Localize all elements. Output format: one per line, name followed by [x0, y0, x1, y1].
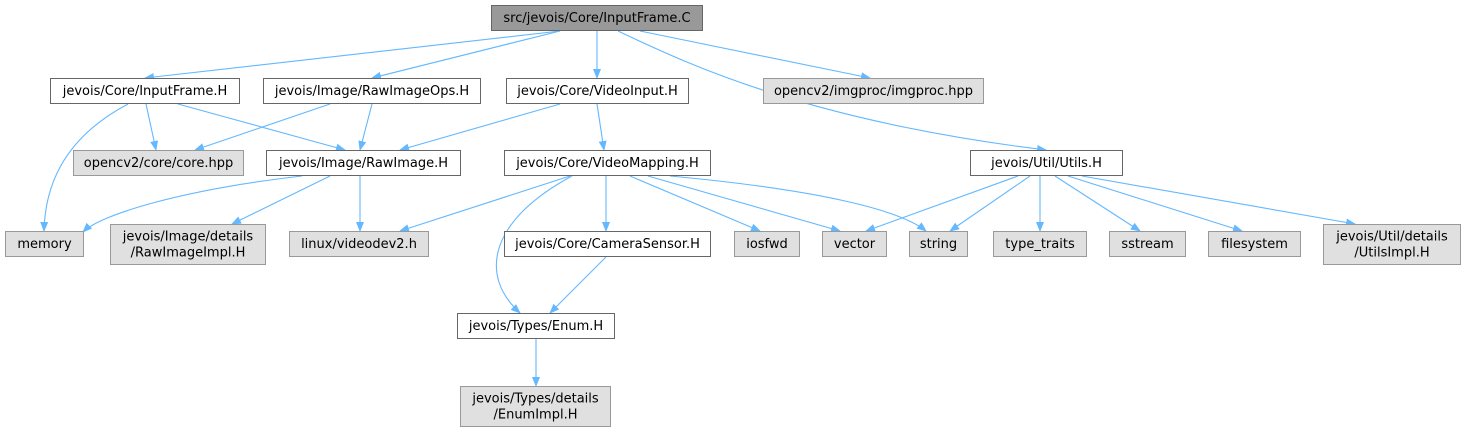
node-videoinput_h[interactable]: jevois/Core/VideoInput.H — [506, 78, 689, 104]
edge-inputframe_h-to-memory — [40, 103, 129, 232]
node-label: jevois/Image/RawImage.H — [278, 156, 448, 171]
node-rawimageimpl_h: jevois/Image/details/RawImageImpl.H — [110, 224, 266, 265]
node-inputframe_c[interactable]: src/jevois/Core/InputFrame.C — [491, 5, 703, 31]
node-label: jevois/Core/VideoMapping.H — [515, 156, 699, 171]
edge-utils_h-to-vector — [865, 175, 1019, 232]
node-box — [763, 78, 984, 104]
node-iosfwd: iosfwd — [734, 231, 800, 257]
node-box — [50, 78, 240, 104]
node-box — [266, 150, 461, 176]
node-label: opencv2/core/core.hpp — [84, 156, 234, 171]
node-label: sstream — [1121, 237, 1173, 252]
node-box — [460, 386, 611, 427]
node-type_traits: type_traits — [993, 231, 1087, 257]
edge-videoinput_h-to-rawimage_h — [399, 103, 561, 152]
node-box — [909, 231, 968, 257]
node-memory: memory — [5, 231, 84, 257]
node-rawimage_h[interactable]: jevois/Image/RawImage.H — [266, 150, 461, 176]
node-label: filesystem — [1221, 237, 1288, 252]
node-label: jevois/Image/RawImageOps.H — [274, 84, 469, 99]
node-enum_h[interactable]: jevois/Types/Enum.H — [457, 313, 615, 339]
node-label: jevois/Image/details — [122, 230, 254, 245]
node-box — [289, 231, 429, 257]
edge-utils_h-to-filesystem — [1067, 175, 1243, 233]
node-box — [73, 150, 244, 176]
node-label: jevois/Core/VideoInput.H — [516, 84, 677, 99]
node-enumimpl_h: jevois/Types/details/EnumImpl.H — [460, 386, 611, 427]
edge-rawimageops_h-to-core_hpp — [194, 103, 331, 151]
node-box — [734, 231, 800, 257]
node-label: jevois/Types/details — [471, 392, 599, 407]
node-sstream: sstream — [1109, 231, 1186, 257]
edge-utils_h-to-sstream — [1054, 175, 1141, 232]
node-label: iosfwd — [746, 237, 788, 252]
node-imgproc_hpp: opencv2/imgproc/imgproc.hpp — [763, 78, 984, 104]
edge-videomapping_h-to-enum_h — [495, 175, 573, 314]
node-box — [457, 313, 615, 339]
node-box — [504, 231, 711, 257]
nodes-layer: src/jevois/Core/InputFrame.C jevois/Core/… — [5, 5, 1461, 427]
node-box — [263, 78, 481, 104]
node-box — [506, 78, 689, 104]
node-label: jevois/Types/Enum.H — [468, 319, 603, 334]
node-utils_h[interactable]: jevois/Util/Utils.H — [970, 150, 1123, 176]
edge-inputframe_h-to-core_hpp — [145, 103, 158, 151]
node-box — [5, 231, 84, 257]
edge-rawimage_h-to-rawimageimpl_h — [231, 175, 331, 225]
node-label: jevois/Core/InputFrame.H — [62, 84, 228, 99]
edge-videomapping_h-to-iosfwd — [629, 175, 761, 232]
node-label: src/jevois/Core/InputFrame.C — [503, 11, 690, 26]
node-label: /UtilsImpl.H — [1354, 246, 1429, 261]
node-box — [504, 150, 711, 176]
edge-rawimageops_h-to-rawimage_h — [358, 103, 373, 151]
edges-layer — [40, 30, 1356, 387]
node-box — [1109, 231, 1186, 257]
node-box — [110, 224, 266, 265]
edge-videomapping_h-to-videodev2_h — [399, 175, 571, 233]
node-label: vector — [834, 237, 876, 252]
node-videodev2_h: linux/videodev2.h — [289, 231, 429, 257]
edge-inputframe_c-to-imgproc_hpp — [639, 30, 871, 81]
edge-utils_h-to-string — [949, 175, 1031, 232]
node-rawimageops_h[interactable]: jevois/Image/RawImageOps.H — [263, 78, 481, 104]
node-label: type_traits — [1005, 237, 1075, 252]
node-box — [970, 150, 1123, 176]
node-utilsimpl_h: jevois/Util/details/UtilsImpl.H — [1323, 224, 1461, 265]
edge-videomapping_h-to-string — [669, 175, 927, 232]
edge-inputframe_c-to-inputframe_h — [144, 30, 561, 81]
node-inputframe_h[interactable]: jevois/Core/InputFrame.H — [50, 78, 240, 104]
node-box — [1323, 224, 1461, 265]
node-box — [822, 231, 887, 257]
node-filesystem: filesystem — [1208, 231, 1301, 257]
node-camerasensor_h[interactable]: jevois/Core/CameraSensor.H — [504, 231, 711, 257]
node-vector: vector — [822, 231, 887, 257]
node-box — [993, 231, 1087, 257]
edge-utils_h-to-utilsimpl_h — [1081, 175, 1356, 227]
node-label: jevois/Util/details — [1335, 230, 1448, 245]
node-label: /RawImageImpl.H — [131, 246, 246, 261]
edge-videoinput_h-to-videomapping_h — [596, 103, 607, 151]
edge-videomapping_h-to-vector — [647, 175, 841, 233]
node-label: linux/videodev2.h — [301, 237, 417, 252]
node-label: memory — [17, 237, 72, 252]
node-label: opencv2/imgproc/imgproc.hpp — [774, 84, 973, 99]
node-label: string — [920, 237, 957, 252]
edge-inputframe_c-to-rawimageops_h — [371, 30, 561, 80]
node-string: string — [909, 231, 968, 257]
node-videomapping_h[interactable]: jevois/Core/VideoMapping.H — [504, 150, 711, 176]
node-label: jevois/Util/Utils.H — [990, 156, 1102, 171]
node-core_hpp: opencv2/core/core.hpp — [73, 150, 244, 176]
node-box — [1208, 231, 1301, 257]
node-box — [491, 5, 703, 31]
node-label: /EnumImpl.H — [493, 408, 577, 423]
edge-rawimage_h-to-memory — [82, 175, 303, 233]
node-label: jevois/Core/CameraSensor.H — [514, 237, 700, 252]
edge-camerasensor_h-to-enum_h — [549, 256, 607, 314]
